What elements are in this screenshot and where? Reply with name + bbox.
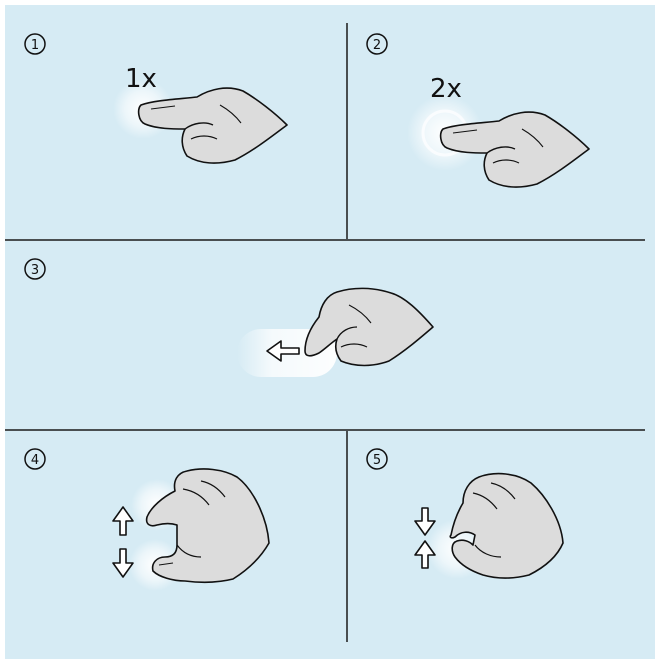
panel-number: 5 — [373, 453, 381, 468]
panel-number: 3 — [31, 263, 39, 278]
panel-number: 4 — [31, 453, 39, 468]
tap-count-label: 2x — [430, 74, 462, 104]
panel-number: 1 — [31, 38, 39, 53]
gesture-diagram: 1 1x 2 2x 3 — [5, 5, 655, 659]
panel-number: 2 — [373, 38, 381, 53]
tap-count-label: 1x — [125, 64, 157, 94]
